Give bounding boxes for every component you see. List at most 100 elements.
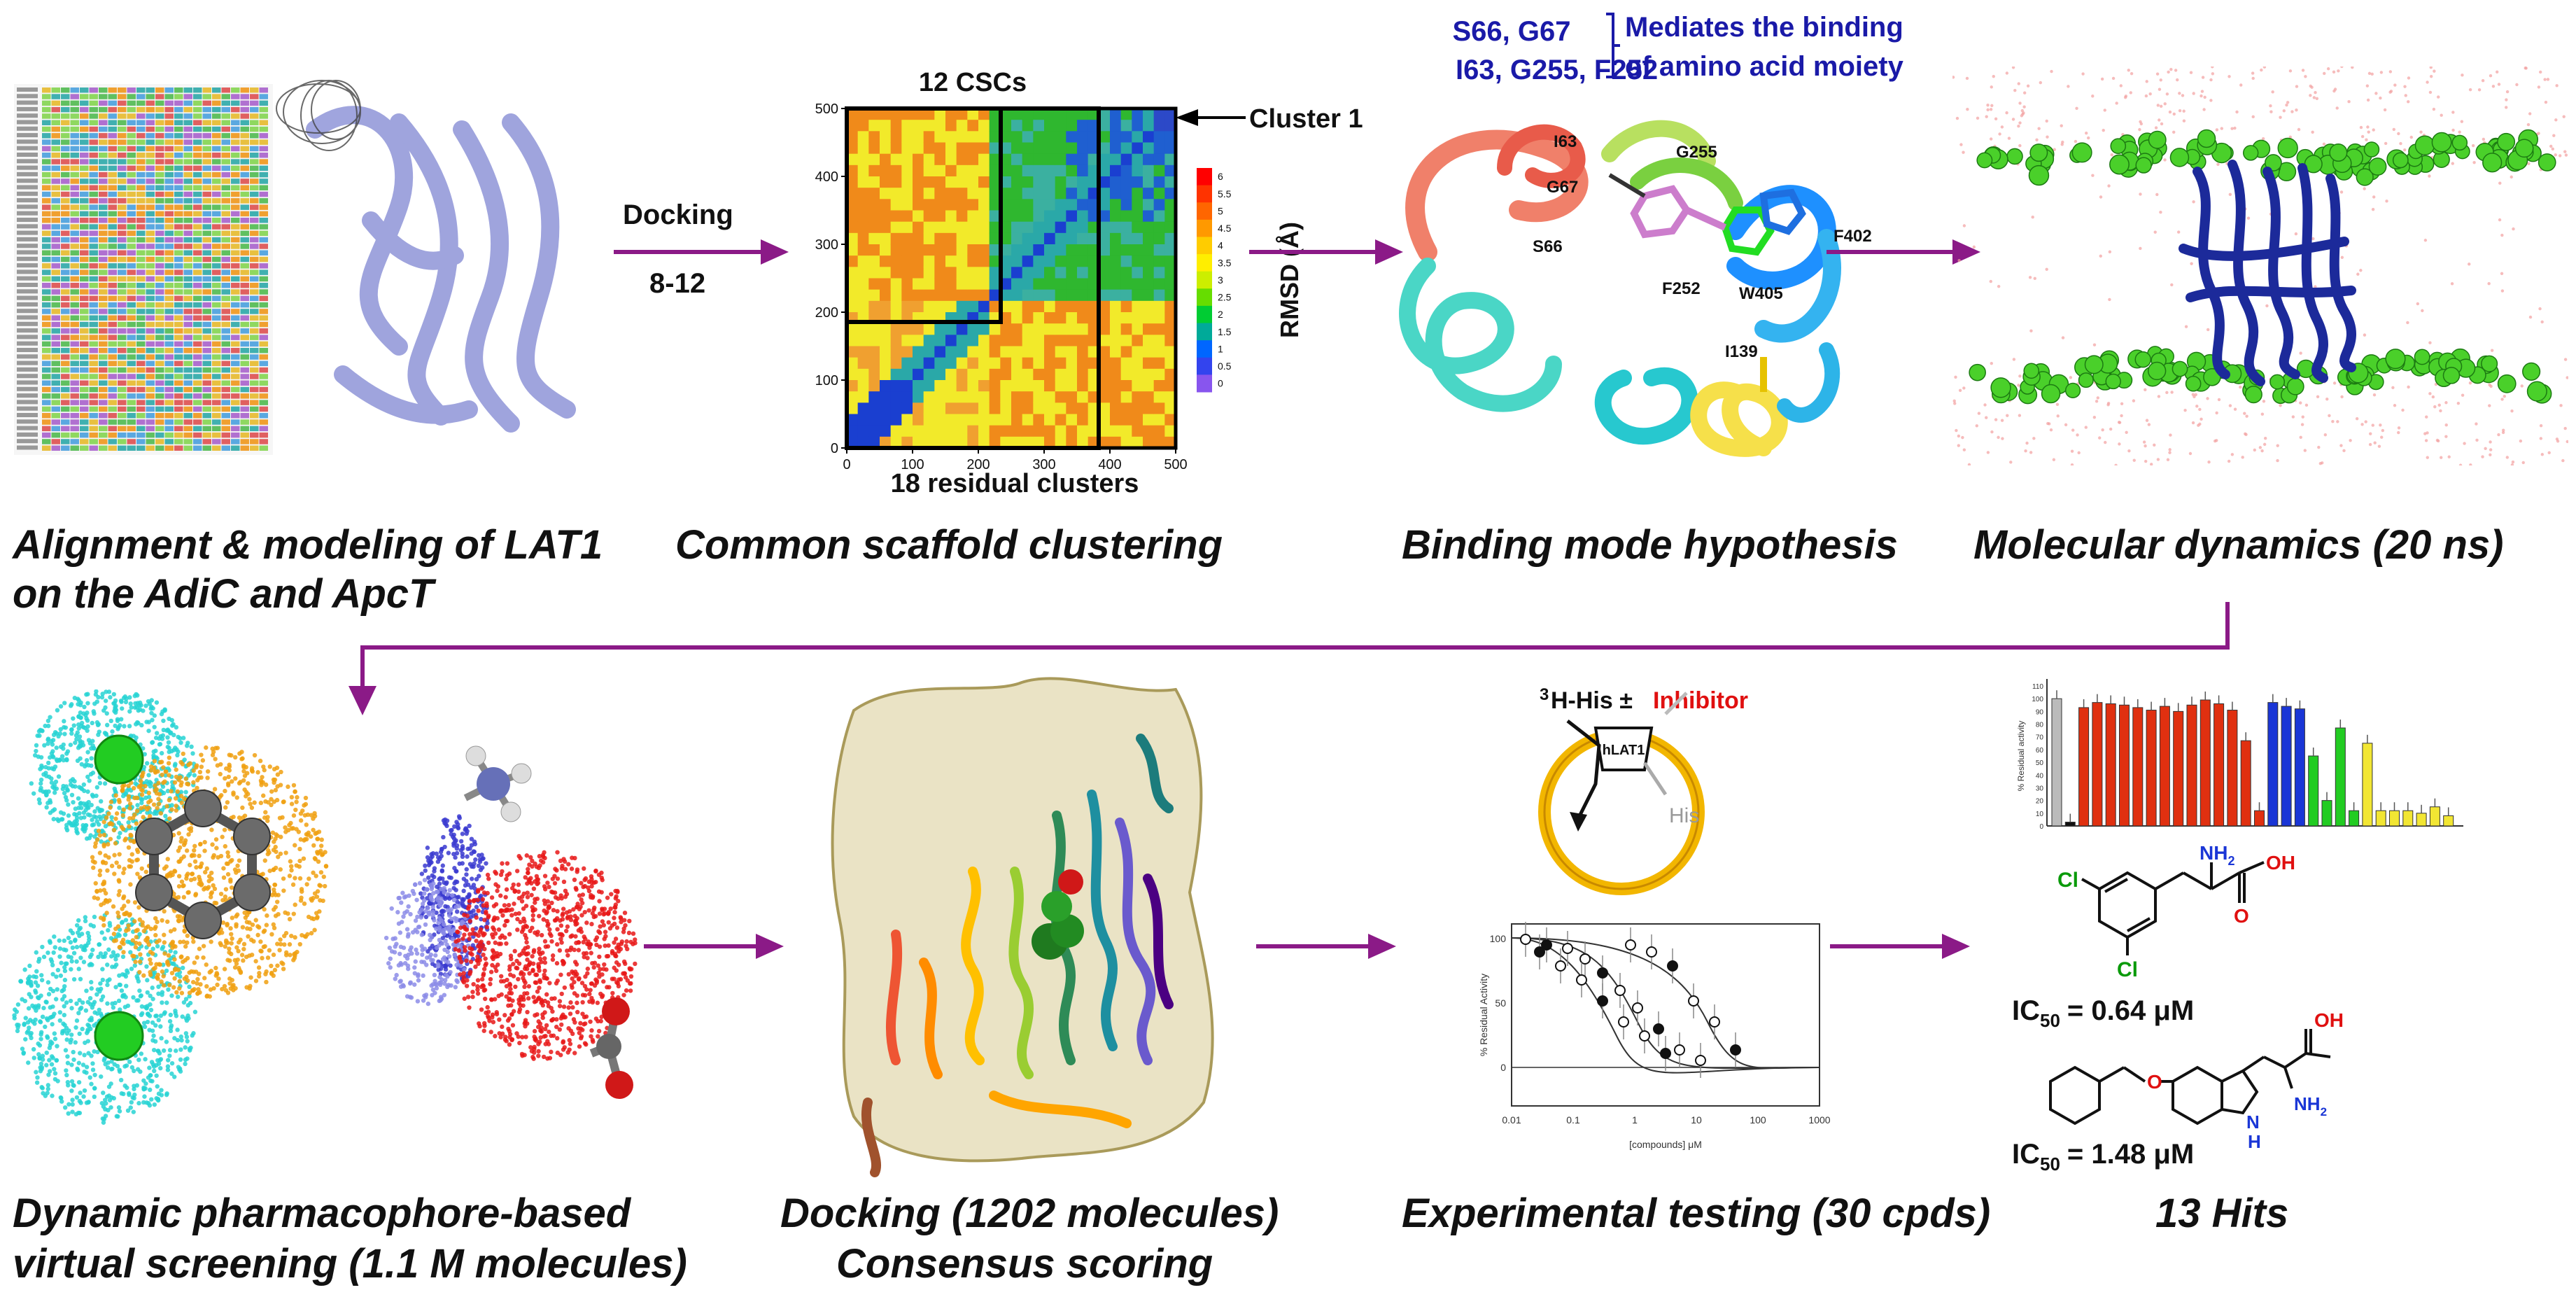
- alignment-residue: [136, 165, 146, 171]
- alignment-residue: [99, 309, 108, 314]
- pharmacophore-point: [189, 744, 194, 750]
- pharmacophore-point: [77, 1031, 82, 1037]
- heatmap-cell: [1077, 244, 1089, 256]
- alignment-residue: [164, 250, 174, 255]
- alignment-residue: [89, 445, 98, 451]
- lipid-head: [2078, 372, 2094, 388]
- lipid-head: [2169, 148, 2190, 167]
- water-molecule: [2477, 88, 2482, 92]
- alignment-residue: [155, 445, 164, 451]
- pharmacophore-point: [161, 718, 166, 723]
- water-molecule: [2000, 419, 2004, 422]
- alignment-residue: [89, 283, 98, 288]
- alignment-residue: [51, 198, 60, 204]
- alignment-residue: [212, 230, 221, 237]
- pharmacophore-point: [229, 941, 234, 946]
- alignment-residue: [70, 120, 79, 125]
- heatmap-cell: [1164, 380, 1176, 392]
- pharmacophore-point: [46, 1072, 51, 1077]
- heatmap-cell: [1099, 188, 1111, 199]
- water-molecule: [2551, 147, 2555, 151]
- heatmap-cell: [1022, 188, 1034, 199]
- heatmap-cell: [1011, 108, 1023, 120]
- heatmap-frame: [845, 106, 1178, 450]
- alignment-residue: [108, 302, 117, 308]
- alignment-residue: [174, 302, 183, 308]
- alignment-residue: [221, 439, 230, 444]
- pharmacophore-point: [63, 961, 68, 967]
- pharmacophore-point: [65, 1060, 71, 1065]
- heatmap-cell: [1011, 391, 1023, 403]
- heatmap-cell: [868, 188, 880, 199]
- alignment-residue: [193, 178, 202, 184]
- water-molecule: [2425, 415, 2428, 419]
- water-molecule: [2142, 440, 2146, 444]
- alignment-residue: [42, 374, 51, 379]
- heatmap-cell: [1055, 402, 1067, 414]
- alignment-residue: [174, 106, 183, 113]
- pharmacophore-point: [167, 716, 171, 722]
- lipid-head: [2172, 360, 2188, 377]
- alignment-residue: [42, 120, 51, 125]
- alignment-residue: [164, 87, 174, 93]
- pharmacophore-point: [48, 800, 53, 805]
- heatmap-cell: [1132, 323, 1143, 335]
- pharmacophore-point: [58, 973, 64, 979]
- water-molecule: [2159, 78, 2162, 82]
- heatmap-cell: [1164, 425, 1176, 437]
- alignment-residue: [212, 126, 221, 132]
- water-molecule: [2299, 435, 2302, 440]
- alignment-residue: [80, 218, 89, 223]
- colorbar-segment: [1197, 202, 1212, 220]
- pharmacophore-point: [79, 932, 85, 937]
- alignment-residue: [136, 133, 146, 139]
- heatmap-cell: [847, 131, 859, 143]
- pharmacophore-point: [157, 736, 162, 741]
- heatmap-cell: [923, 210, 935, 223]
- heatmap-cell: [913, 255, 924, 267]
- heatmap-cell: [956, 402, 968, 414]
- heatmap-cell: [1066, 244, 1078, 256]
- heatmap-cell: [989, 199, 1001, 211]
- alignment-residue: [108, 439, 117, 444]
- heatmap-cell: [1099, 164, 1111, 177]
- water-molecule: [2328, 414, 2331, 417]
- water-molecule: [2029, 329, 2033, 332]
- alignment-residue: [164, 335, 174, 340]
- pharmacophore-point: [273, 787, 279, 793]
- alignment-residue: [146, 237, 155, 243]
- water-molecule: [2032, 437, 2036, 440]
- alignment-residue: [202, 204, 211, 210]
- alignment-residue: [51, 367, 60, 373]
- alignment-residue: [127, 185, 136, 190]
- pharmacophore-point: [45, 741, 50, 746]
- alignment-residue: [80, 283, 89, 288]
- water-molecule: [1953, 402, 1957, 405]
- alignment-residue: [42, 250, 51, 255]
- pharmacophore-point: [50, 962, 55, 968]
- pharmacophore-point: [34, 1080, 40, 1085]
- alignment-residue: [146, 380, 155, 386]
- alignment-residue: [231, 380, 240, 386]
- alignment-residue: [51, 133, 60, 139]
- pharmacophore-point: [78, 1051, 83, 1056]
- alignment-residue: [221, 191, 230, 197]
- water-molecule: [2188, 451, 2193, 456]
- heatmap-cell: [1033, 108, 1045, 120]
- alignment-residue: [42, 276, 51, 282]
- heatmap-cell: [1044, 278, 1056, 290]
- heatmap-cell: [1022, 368, 1034, 381]
- alignment-residue: [202, 120, 211, 125]
- alignment-residue: [183, 133, 192, 139]
- alignment-residue: [61, 185, 70, 190]
- heatmap-cell: [913, 267, 924, 279]
- heatmap-cell: [913, 357, 924, 370]
- pharmacophore-point: [84, 758, 90, 763]
- alignment-residue: [250, 153, 259, 158]
- alignment-residue: [259, 426, 268, 432]
- alignment-residue: [51, 159, 60, 164]
- alignment-residue: [250, 87, 259, 93]
- water-molecule: [2482, 137, 2486, 141]
- pharmacophore-point: [223, 887, 229, 892]
- water-molecule: [2111, 76, 2116, 80]
